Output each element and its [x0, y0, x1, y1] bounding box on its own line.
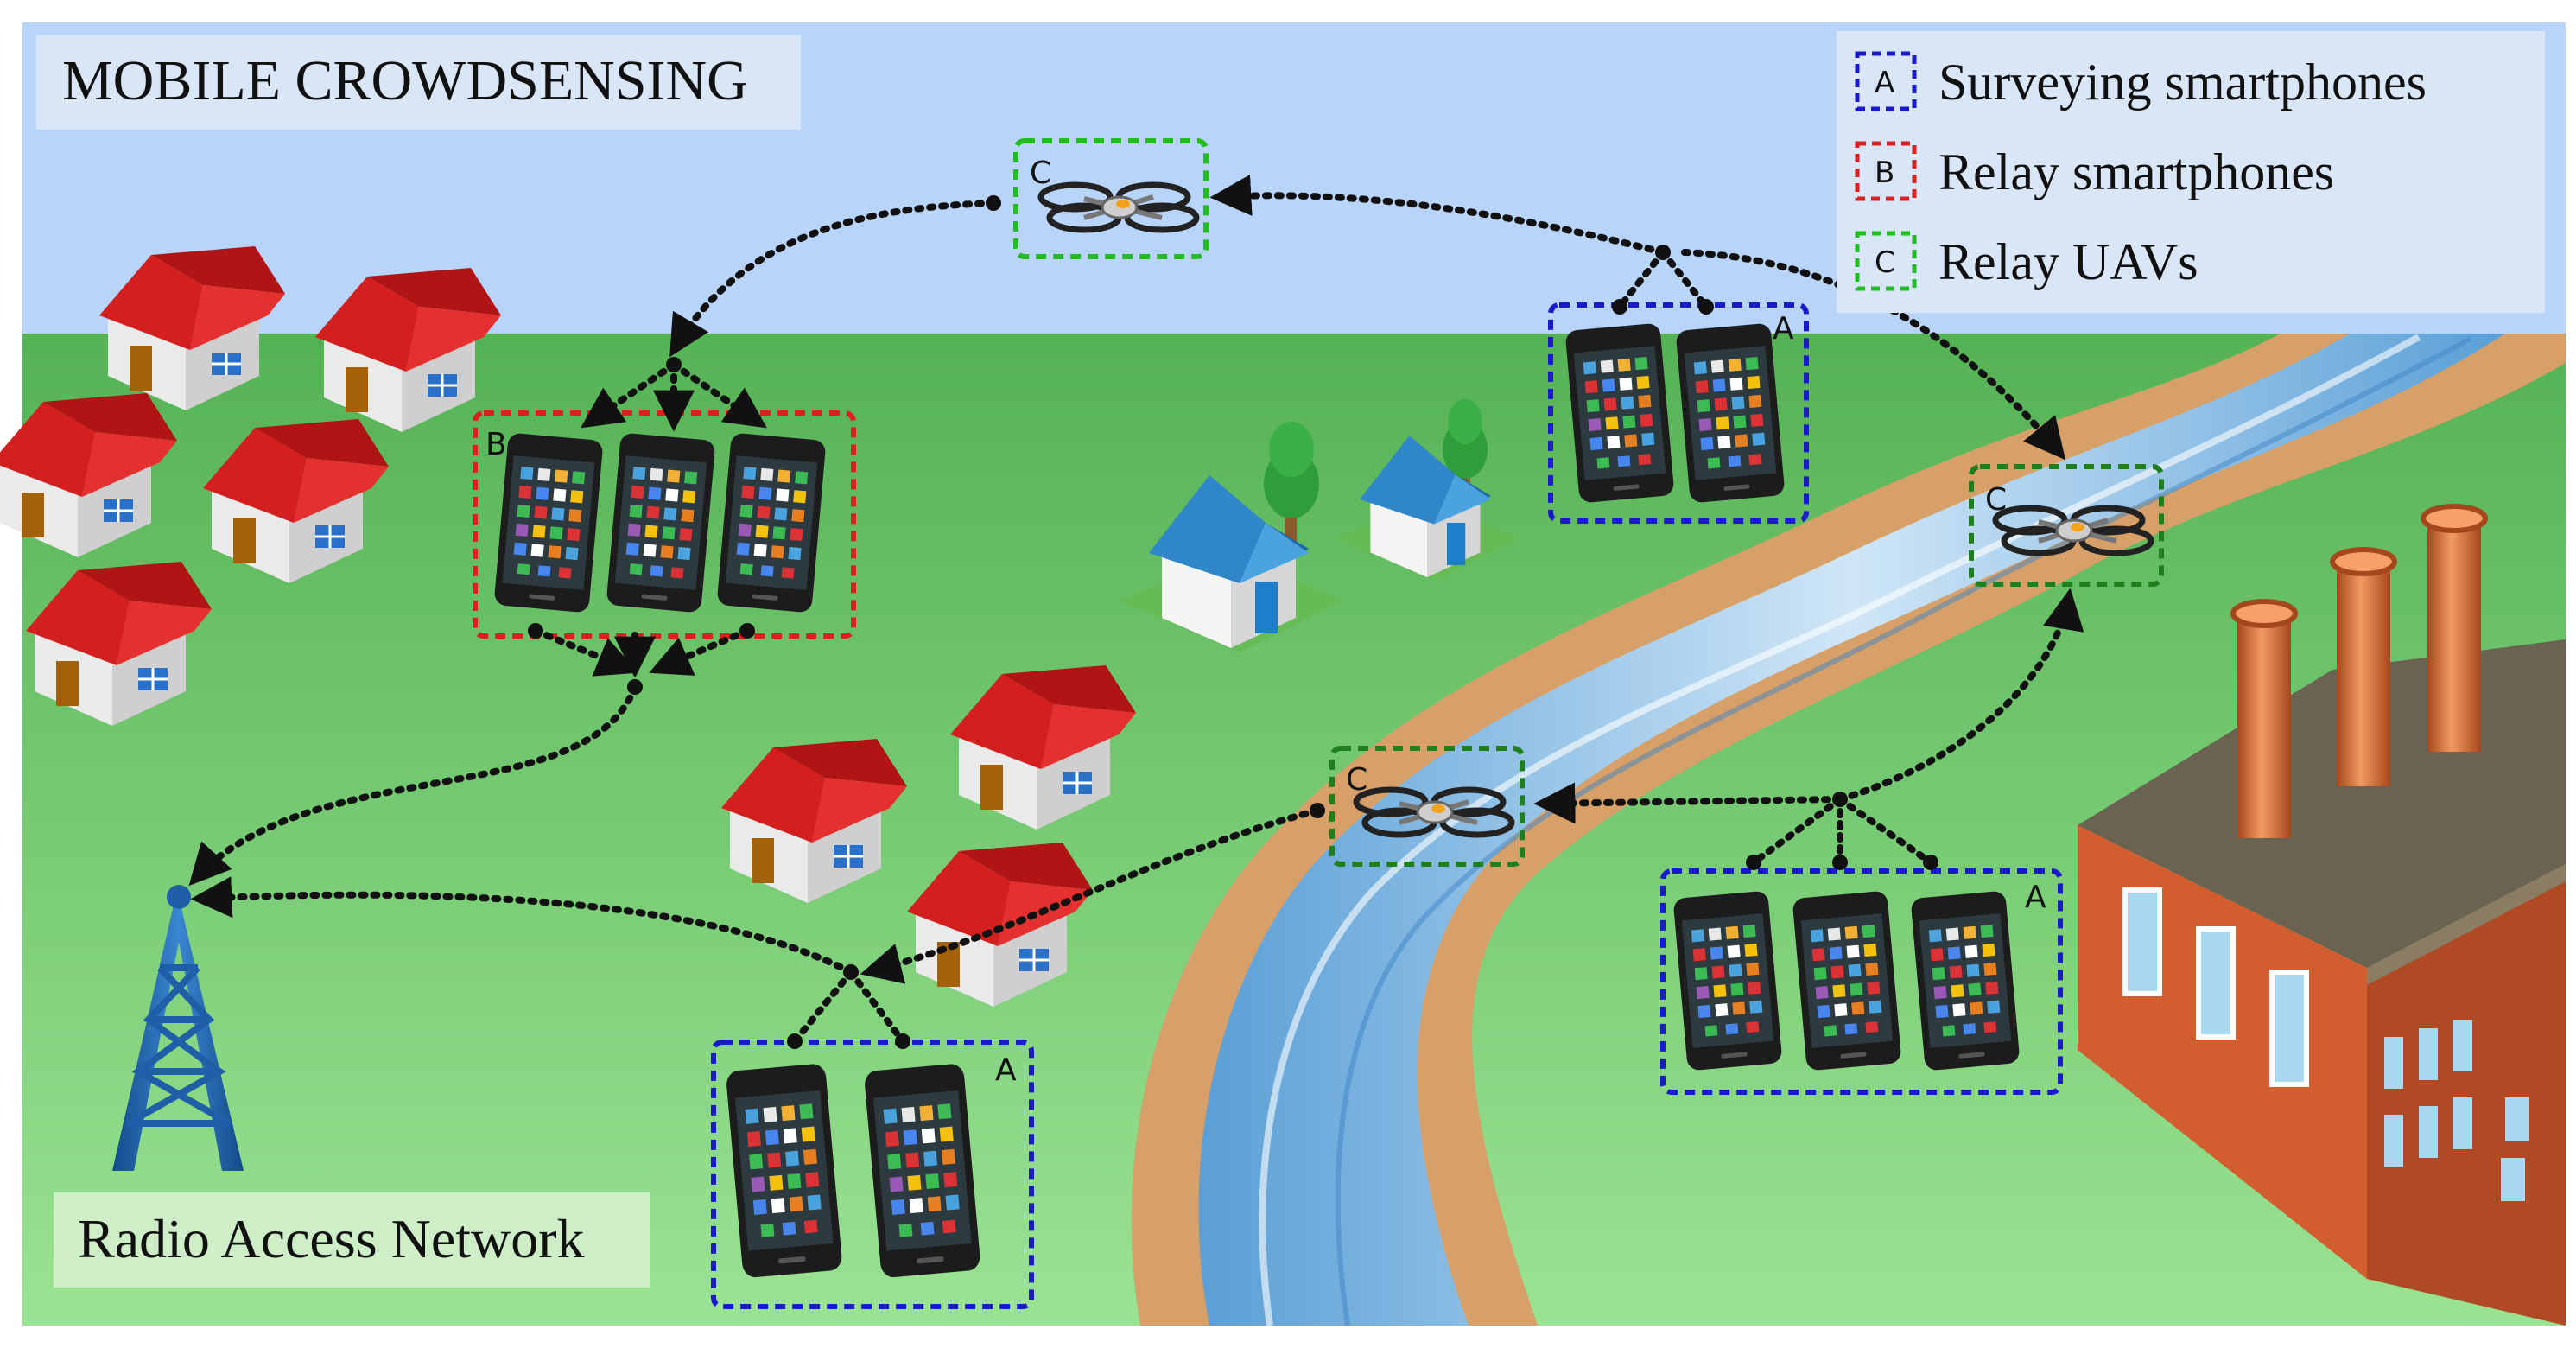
- river: [1131, 334, 2566, 1326]
- legend-item-c: C Relay UAVs: [1855, 231, 2198, 291]
- smartphone-icon: [863, 1063, 981, 1279]
- tree-icon: [1264, 422, 1319, 544]
- smartphone-icon: [1910, 890, 2021, 1071]
- smartphone-icon: [606, 432, 716, 614]
- smartphone-icon: [716, 432, 827, 614]
- link-arrow: [188, 684, 638, 887]
- surveying-phones-group-top: A: [1548, 302, 1809, 524]
- link-line: [847, 969, 906, 1045]
- radio-access-network-label: Radio Access Network: [78, 1208, 585, 1269]
- legend-item-b: B Relay smartphones: [1855, 141, 2334, 201]
- link-arrow: [1533, 782, 1843, 824]
- smartphone-icon: [1792, 890, 1902, 1071]
- group-letter-a: A: [2025, 880, 2046, 915]
- link-arrow: [1837, 588, 2084, 803]
- page-title: MOBILE CROWDSENSING: [62, 49, 748, 112]
- surveying-phones-group-right: A: [1660, 868, 2063, 1095]
- legend-label: Surveying smartphones: [1938, 54, 2427, 111]
- legend-letter: C: [1875, 245, 1895, 280]
- link-line: [1837, 796, 1934, 866]
- uav-group-river-right: C: [1969, 464, 2164, 587]
- factory-icon: [2078, 504, 2566, 1326]
- link-arrow: [670, 361, 767, 429]
- group-letter-a: A: [1773, 311, 1794, 347]
- link-arrow: [190, 876, 854, 976]
- link-arrow: [860, 807, 1321, 984]
- link-line: [1616, 249, 1666, 310]
- link-arrow: [1209, 174, 1666, 256]
- link-arrow: [1681, 249, 2066, 461]
- legend: A Surveying smartphones B Relay smartpho…: [1837, 31, 2545, 313]
- smartphone-icon: [1672, 890, 1783, 1071]
- link-arrow: [669, 200, 997, 358]
- uav-group-river-middle: C: [1329, 746, 1525, 867]
- smartphone-icon: [1564, 322, 1675, 504]
- link-junctions: [528, 195, 1938, 1049]
- legend-label: Relay smartphones: [1938, 143, 2334, 200]
- link-line: [1659, 249, 1710, 310]
- link-line: [791, 969, 854, 1045]
- link-arrow: [649, 627, 751, 676]
- link-line: [1750, 796, 1843, 866]
- group-letter-b: B: [485, 427, 507, 462]
- legend-item-a: A Surveying smartphones: [1855, 51, 2427, 111]
- smartphone-icon: [493, 432, 604, 614]
- radio-tower-icon: [112, 885, 244, 1171]
- footer-label-box: Radio Access Network: [54, 1192, 650, 1288]
- communication-links: [188, 174, 2084, 1045]
- legend-letter: A: [1875, 66, 1894, 100]
- legend-label: Relay UAVs: [1938, 233, 2198, 290]
- group-letter-c: C: [1030, 156, 1051, 191]
- smartphone-icon: [725, 1063, 843, 1279]
- uav-group-top: C: [1013, 138, 1209, 259]
- title-box: MOBILE CROWDSENSING: [36, 35, 801, 130]
- legend-letter: B: [1875, 156, 1894, 190]
- group-letter-c: C: [1346, 762, 1367, 798]
- link-arrow: [581, 361, 677, 429]
- group-letter-a: A: [995, 1052, 1017, 1088]
- smartphone-icon: [1675, 322, 1786, 504]
- group-letter-c: C: [1985, 482, 2007, 518]
- relay-phones-group: B: [473, 410, 856, 639]
- surveying-phones-group-bottom: A: [711, 1040, 1034, 1309]
